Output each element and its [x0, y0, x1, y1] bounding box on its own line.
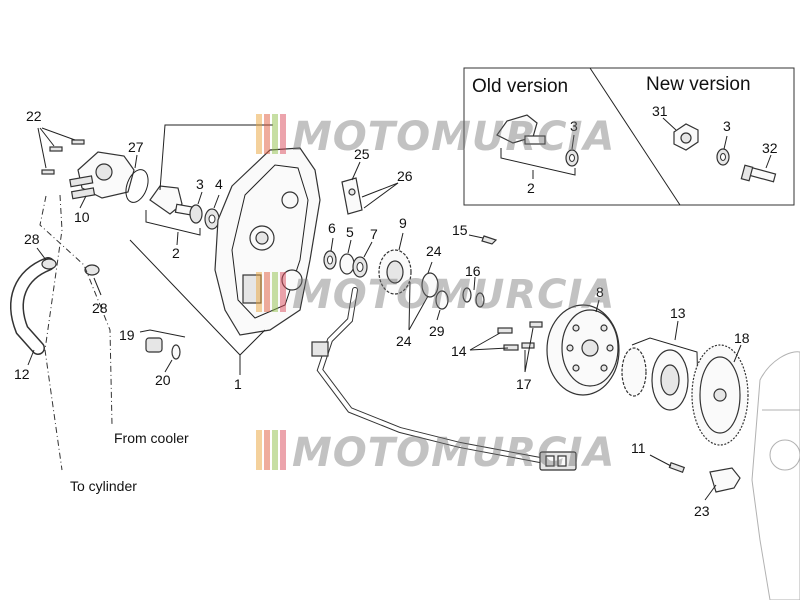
- new-version-heading: New version: [646, 74, 751, 95]
- freewheel-group: [621, 320, 699, 411]
- part-label-13: 13: [670, 305, 686, 321]
- part-label-19: 19: [119, 327, 135, 343]
- part-label-5: 5: [346, 224, 354, 240]
- screw-clamp-group: [649, 454, 741, 501]
- part-label-24b: 24: [396, 333, 412, 349]
- part-label-10: 10: [74, 209, 90, 225]
- part-label-24: 24: [426, 243, 442, 259]
- part-label-11: 11: [631, 440, 646, 456]
- screws-14-17: [469, 321, 543, 373]
- old-version-heading: Old version: [472, 76, 568, 97]
- from-cooler-note: From cooler: [114, 430, 189, 446]
- part-label-17: 17: [516, 376, 532, 392]
- part-label-26: 26: [397, 168, 413, 184]
- clip-group: [341, 161, 399, 215]
- part-label-9: 9: [399, 215, 407, 231]
- part-label-7: 7: [370, 226, 378, 242]
- part-label-22: 22: [26, 108, 42, 124]
- part-label-3-new: 3: [723, 118, 731, 134]
- part-label-25: 25: [354, 146, 370, 162]
- version-inset: Old version New version: [463, 67, 795, 206]
- screws-22: [37, 127, 85, 175]
- to-cylinder-note: To cylinder: [70, 478, 137, 494]
- watermark-text: MOTOMURCIA: [292, 272, 615, 318]
- hose-group: [10, 194, 113, 471]
- part-label-23: 23: [694, 503, 710, 519]
- part-label-28: 28: [24, 231, 40, 247]
- watermark-3: MOTOMURCIA: [256, 430, 615, 476]
- part-label-16: 16: [465, 263, 481, 279]
- part-label-32: 32: [762, 140, 778, 156]
- part-label-2: 2: [172, 245, 180, 261]
- watermark-text: MOTOMURCIA: [292, 430, 615, 476]
- part-label-31: 31: [652, 103, 668, 119]
- part-label-3: 3: [196, 176, 204, 192]
- engine-block-outline: [751, 351, 800, 600]
- part-label-15: 15: [452, 222, 468, 238]
- gear-sprocket: [691, 344, 749, 446]
- part-label-29: 29: [429, 323, 445, 339]
- part-label-18: 18: [734, 330, 750, 346]
- new-version-pump-icon: [673, 123, 699, 151]
- part-label-8: 8: [596, 284, 604, 300]
- watermark-2: MOTOMURCIA: [256, 272, 615, 318]
- part-label-27: 27: [128, 139, 144, 155]
- watermark-1: MOTOMURCIA: [256, 114, 615, 160]
- gear-group: [378, 232, 449, 331]
- key-group: [462, 234, 498, 308]
- bearings-group: [323, 237, 373, 278]
- pump-cover-group: [37, 127, 149, 209]
- watermark-text: MOTOMURCIA: [292, 114, 615, 160]
- part-label-28b: 28: [92, 300, 108, 316]
- part-label-2-old: 2: [527, 180, 535, 196]
- part-label-1: 1: [234, 376, 242, 392]
- pump-shaft-group: [145, 124, 273, 246]
- seal-19-20: [139, 329, 186, 373]
- part-label-6: 6: [328, 220, 336, 236]
- part-label-12: 12: [14, 366, 30, 382]
- part-label-3-old: 3: [570, 118, 578, 134]
- part-label-14: 14: [451, 343, 467, 359]
- part-labels: 1 2 2 3 3 3 4 5 6 7 8 9 10 11 12 13 14 1…: [14, 103, 778, 519]
- wiring-harness: [311, 287, 577, 471]
- shaft-icon: [740, 164, 777, 183]
- old-version-pump-icon: [496, 114, 546, 145]
- part-label-4: 4: [215, 176, 223, 192]
- part-label-20: 20: [155, 372, 171, 388]
- flywheel-rotor: [546, 299, 620, 396]
